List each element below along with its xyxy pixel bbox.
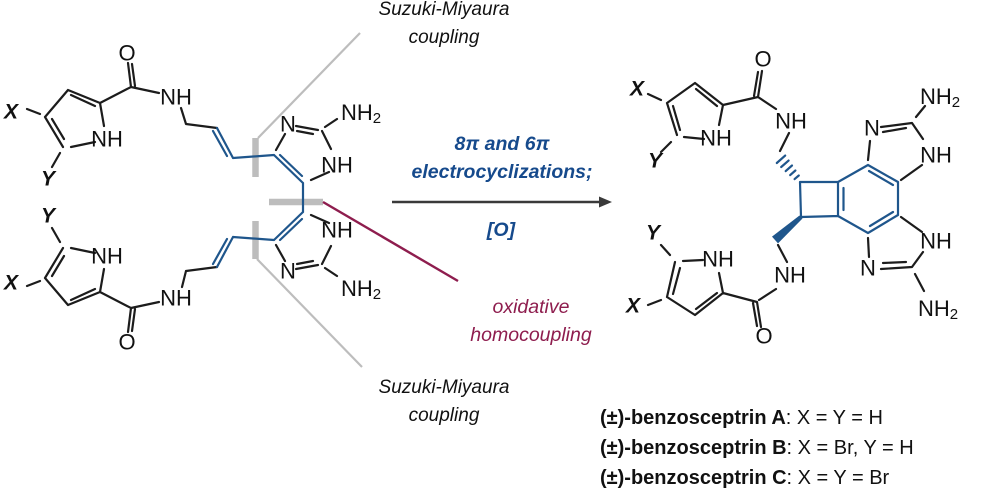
product-substituent-x-top: X <box>629 78 646 101</box>
compound-name: (±)-benzosceptrin C <box>600 467 787 489</box>
reactant-atom-labels: O NH X NH Y N NH2 NH NH N NH2 Y NH X NH … <box>3 41 381 355</box>
product-substituent-x-bottom: X <box>625 295 642 318</box>
compound-entry: (±)-benzosceptrin A: X = Y = H <box>600 403 914 433</box>
product-bonds-black <box>646 69 927 329</box>
substituent-label-y-bottom: Y <box>41 205 57 228</box>
label-suzuki-coupling-top: Suzuki-Miyaura coupling <box>379 0 510 52</box>
atom-label-nh-amide-top: NH <box>160 85 192 110</box>
gray-callout-lines <box>252 32 363 368</box>
product-atom-labels: X O NH NH Y NH2 N NH NH N NH2 Y NH X NH … <box>625 47 960 349</box>
atom-label-nh2-imidazole-top: NH2 <box>341 100 381 127</box>
reactant-bonds-black <box>25 61 339 334</box>
product-atom-nh-imidazole-top: NH <box>920 143 952 168</box>
atom-label-o-top: O <box>118 41 135 66</box>
product-atom-nh2-top: NH2 <box>920 84 960 111</box>
product-atom-o-top: O <box>754 47 771 72</box>
product-atom-nh-amide-top: NH <box>775 109 807 134</box>
label-line: homocoupling <box>470 324 592 346</box>
label-suzuki-coupling-bottom: Suzuki-Miyaura coupling <box>379 374 510 430</box>
label-oxidant: [O] <box>487 216 515 244</box>
label-line: electrocyclizations; <box>411 161 593 183</box>
label-line: coupling <box>408 405 480 426</box>
compound-entry: (±)-benzosceptrin C: X = Y = Br <box>600 463 914 490</box>
atom-label-nh-amide-bottom: NH <box>160 286 192 311</box>
bold-wedge-bond <box>772 215 803 244</box>
atom-label-n-imidazole-bottom: N <box>280 259 296 284</box>
substituent-label-x-top: X <box>3 101 20 124</box>
label-line: 8π and 6π <box>454 133 550 155</box>
label-line: [O] <box>486 219 516 241</box>
label-line: coupling <box>408 27 480 48</box>
reactant-bonds-blue <box>211 126 305 269</box>
product-atom-nh-pyrrole-top: NH <box>700 126 732 151</box>
hashed-wedge-bond <box>775 154 800 181</box>
callout-line-suzuki-top <box>257 32 361 139</box>
label-line: Suzuki-Miyaura <box>378 377 510 398</box>
product-bonds-blue <box>798 163 900 235</box>
product-atom-o-bottom: O <box>755 324 772 349</box>
atom-label-nh-imidazole-bottom: NH <box>321 218 353 243</box>
product-atom-nh2-bottom: NH2 <box>918 296 958 323</box>
atom-label-o-bottom: O <box>118 330 135 355</box>
label-oxidative-homocoupling: oxidative homocoupling <box>470 293 591 349</box>
label-line: Suzuki-Miyaura <box>378 0 510 20</box>
product-atom-nh-imidazole-bottom: NH <box>920 229 952 254</box>
product-atom-nh-pyrrole-bottom: NH <box>702 247 734 272</box>
atom-label-nh2-imidazole-bottom: NH2 <box>341 276 381 303</box>
compound-entry: (±)-benzosceptrin B: X = Br, Y = H <box>600 433 914 463</box>
callout-line-suzuki-bottom <box>256 258 363 368</box>
compound-name: (±)-benzosceptrin B <box>600 437 787 459</box>
compound-name: (±)-benzosceptrin A <box>600 407 786 429</box>
label-line: oxidative <box>492 296 570 318</box>
product-substituent-y-bottom: Y <box>646 222 662 245</box>
reaction-arrow <box>392 196 612 208</box>
compound-legend: (±)-benzosceptrin A: X = Y = H (±)-benzo… <box>600 403 914 490</box>
product-atom-n-imidazole-top: N <box>864 116 880 141</box>
compound-substituents: : X = Br, Y = H <box>786 437 914 459</box>
arrow-head <box>599 196 612 208</box>
atom-label-nh-pyrrole-bottom: NH <box>91 244 123 269</box>
compound-substituents: : X = Y = H <box>785 407 883 429</box>
atom-label-nh-pyrrole-top: NH <box>91 127 123 152</box>
atom-label-nh-imidazole-top: NH <box>321 153 353 178</box>
callout-line-oxidative-homocoupling <box>322 200 459 283</box>
product-atom-nh-amide-bottom: NH <box>774 263 806 288</box>
substituent-label-x-bottom: X <box>3 272 20 295</box>
compound-substituents: : X = Y = Br <box>786 467 890 489</box>
product-atom-n-imidazole-bottom: N <box>860 256 876 281</box>
product-substituent-y-top: Y <box>648 150 664 173</box>
substituent-label-y-top: Y <box>41 168 57 191</box>
atom-label-n-imidazole-top: N <box>280 112 296 137</box>
label-electrocyclizations: 8π and 6π electrocyclizations; <box>412 130 593 186</box>
